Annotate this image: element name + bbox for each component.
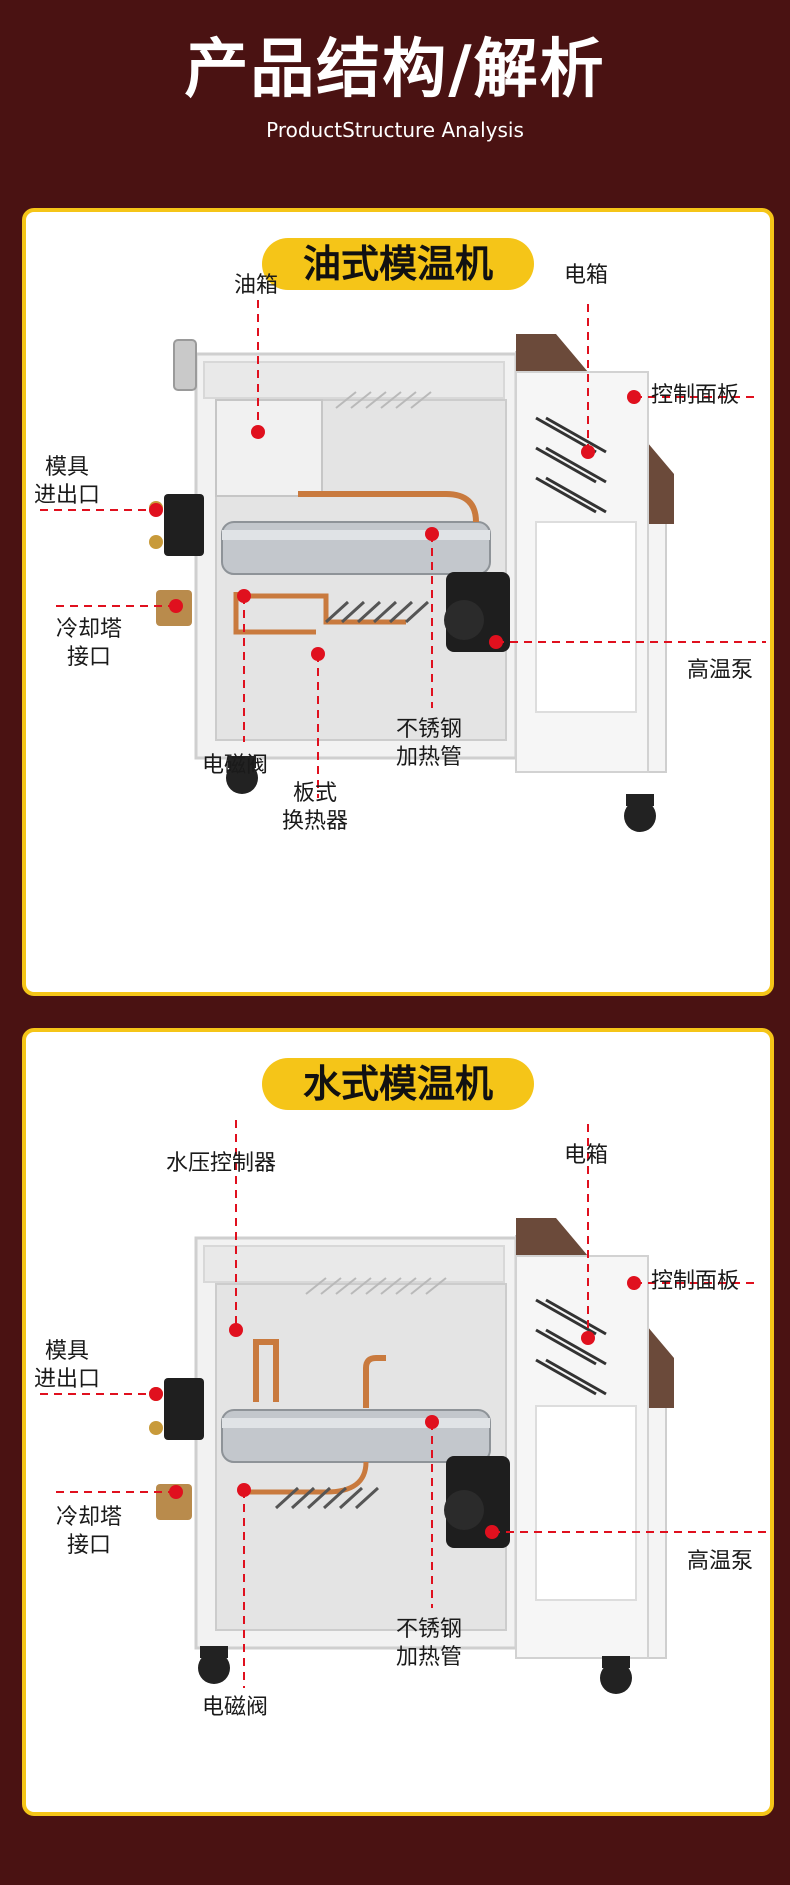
label-stainless-heating-tube: 不锈钢 加热管 bbox=[396, 717, 463, 770]
label-control-panel: 控制面板 bbox=[651, 383, 740, 408]
label-plate-heat-exchanger: 板式 换热器 bbox=[282, 781, 349, 834]
water-machine-title: 水式模温机 bbox=[262, 1058, 534, 1110]
label-solenoid-valve: 电磁阀 bbox=[202, 1695, 269, 1720]
label-cooling-tower-port: 冷却塔 接口 bbox=[56, 1505, 123, 1558]
heating-tube-shape bbox=[221, 1409, 491, 1463]
control-panel-trim bbox=[516, 1218, 674, 1408]
label-mold-inlet-outlet: 模具 进出口 bbox=[34, 1339, 101, 1392]
label-high-temp-pump: 高温泵 bbox=[687, 658, 754, 683]
control-panel-trim bbox=[516, 334, 674, 524]
label-mold-inlet-outlet: 模具 进出口 bbox=[34, 455, 101, 508]
label-electric-box: 电箱 bbox=[564, 1143, 609, 1168]
label-high-temp-pump: 高温泵 bbox=[687, 1549, 754, 1574]
heating-tube-shape bbox=[221, 521, 491, 575]
page-subtitle: ProductStructure Analysis bbox=[266, 118, 524, 142]
label-electric-box: 电箱 bbox=[564, 263, 609, 288]
label-oil-tank: 油箱 bbox=[234, 273, 279, 298]
oil-machine-illustration bbox=[40, 300, 766, 832]
label-cooling-tower-port: 冷却塔 接口 bbox=[56, 617, 123, 670]
water-machine-panel: 水式模温机 水压控制器 电箱 控制面板 模具 进出口 冷却塔 接口 高温泵 电磁… bbox=[22, 1028, 774, 1816]
page-title: 产品结构/解析 bbox=[184, 33, 606, 107]
water-machine-illustration bbox=[40, 1120, 766, 1694]
oil-machine-title: 油式模温机 bbox=[262, 238, 534, 290]
oil-machine-panel: 油式模温机 油箱 电箱 控制面板 模具 进出口 冷却塔 接口 高温泵 电磁阀 板… bbox=[22, 208, 774, 996]
label-water-pressure-controller: 水压控制器 bbox=[166, 1151, 277, 1176]
label-stainless-heating-tube: 不锈钢 加热管 bbox=[396, 1617, 463, 1670]
label-solenoid-valve: 电磁阀 bbox=[202, 753, 269, 778]
label-control-panel: 控制面板 bbox=[651, 1269, 740, 1294]
oil-tank-shape bbox=[215, 399, 323, 497]
